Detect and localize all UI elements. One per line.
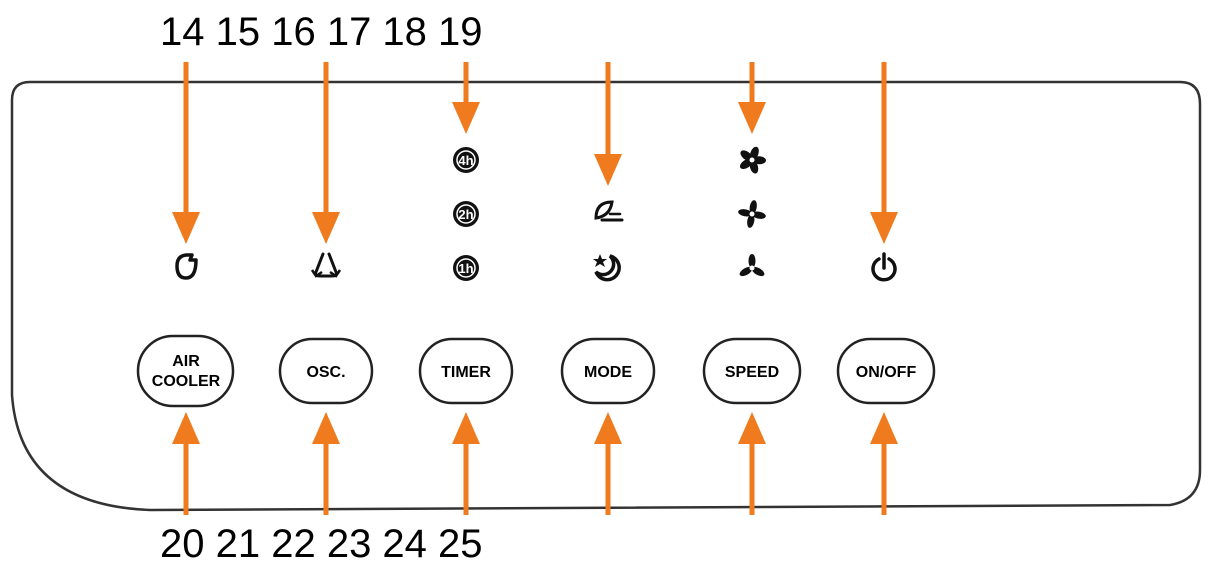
speed-button[interactable]: SPEED [702, 337, 802, 405]
callout-arrow-14 [172, 62, 200, 244]
fan-high-icon [739, 146, 766, 174]
mode-button-label: MODE [584, 364, 632, 381]
timer-button[interactable]: TIMER [418, 337, 514, 405]
osc-button[interactable]: OSC. [278, 337, 374, 405]
mode-button[interactable]: MODE [560, 337, 656, 405]
on-off-button-label: ON/OFF [856, 364, 917, 381]
air-cooler-button-label-line2: COOLER [152, 373, 221, 390]
water-drop-icon [175, 253, 198, 280]
callout-arrow-24 [738, 412, 766, 515]
timer-button-label: TIMER [441, 364, 491, 381]
callout-arrow-25 [870, 412, 898, 515]
timer-4h-label: 4h [458, 153, 473, 168]
callout-arrow-23 [594, 412, 622, 515]
leaf-wind-icon [594, 200, 624, 222]
callout-arrow-22 [452, 412, 480, 515]
power-icon [871, 252, 897, 282]
oscillation-icon [310, 252, 342, 278]
moon-star-icon [593, 254, 621, 282]
callout-arrow-21 [312, 412, 340, 515]
callout-arrow-18 [738, 62, 766, 134]
timer-indicator-1h: 1h [453, 255, 479, 281]
osc-button-label: OSC. [306, 364, 345, 381]
fan-medium-icon [738, 200, 766, 228]
top-callout-numbers: 14 15 16 17 18 19 [160, 10, 483, 54]
bottom-callout-numbers: 20 21 22 23 24 25 [160, 522, 483, 566]
on-off-button[interactable]: ON/OFF [836, 337, 936, 405]
timer-2h-label: 2h [458, 207, 473, 222]
callout-arrow-17 [594, 62, 622, 186]
fan-low-icon [739, 254, 765, 277]
timer-indicator-4h: 4h [453, 147, 479, 173]
timer-indicator-2h: 2h [453, 201, 479, 227]
speed-button-label: SPEED [725, 364, 779, 381]
timer-1h-label: 1h [458, 261, 473, 276]
callout-arrow-19 [870, 62, 898, 244]
callout-arrow-20 [172, 412, 200, 515]
air-cooler-button[interactable]: AIR COOLER [136, 334, 235, 408]
air-cooler-button-label-line1: AIR [172, 353, 200, 370]
callout-arrow-15 [312, 62, 340, 244]
callout-arrow-16 [452, 62, 480, 134]
